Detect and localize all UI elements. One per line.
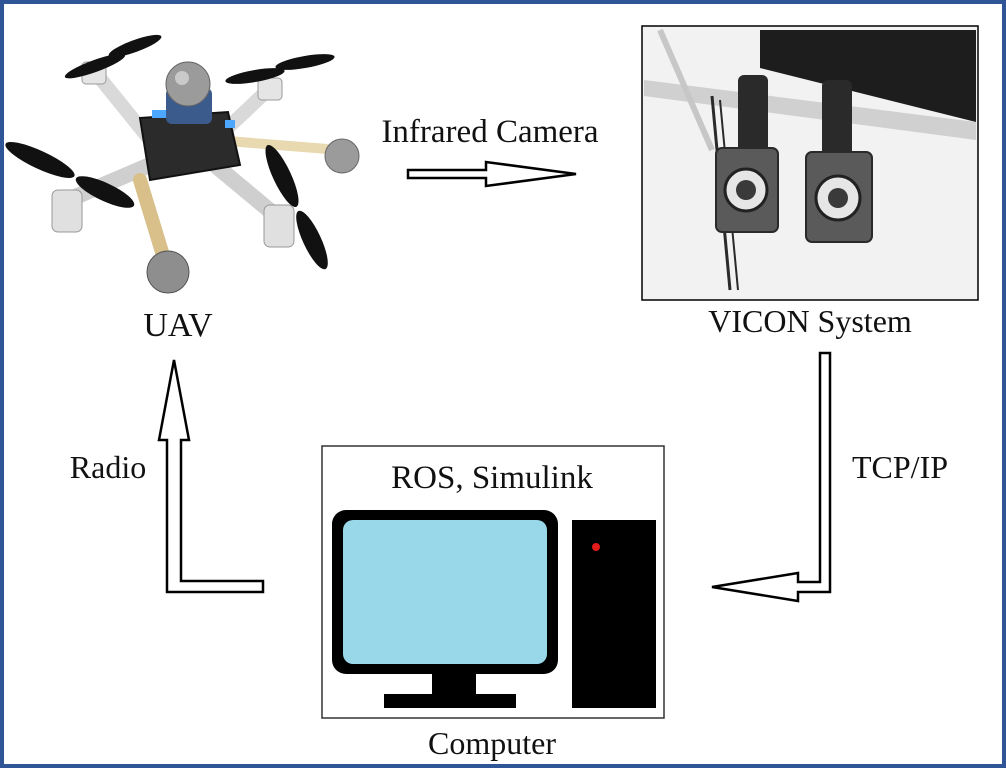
power-led xyxy=(592,543,600,551)
uav-image xyxy=(5,34,360,294)
diagram-canvas: UAV VICON System ROS, Simulink Computer xyxy=(5,25,979,761)
desktop-computer-icon xyxy=(332,510,656,708)
uav-label: UAV xyxy=(143,307,213,344)
edge-label-tcp-ip: TCP/IP xyxy=(852,449,948,485)
computer-label: Computer xyxy=(428,725,556,761)
computer-software-label: ROS, Simulink xyxy=(391,460,593,496)
edge-label-radio: Radio xyxy=(70,449,146,485)
vicon-label: VICON System xyxy=(708,303,912,339)
arrow-vicon-to-computer xyxy=(711,351,832,603)
arrow-uav-to-vicon xyxy=(406,160,577,188)
arrow-computer-to-uav xyxy=(157,359,265,594)
vicon-image xyxy=(641,25,979,301)
edge-label-infrared-camera: Infrared Camera xyxy=(381,114,598,150)
